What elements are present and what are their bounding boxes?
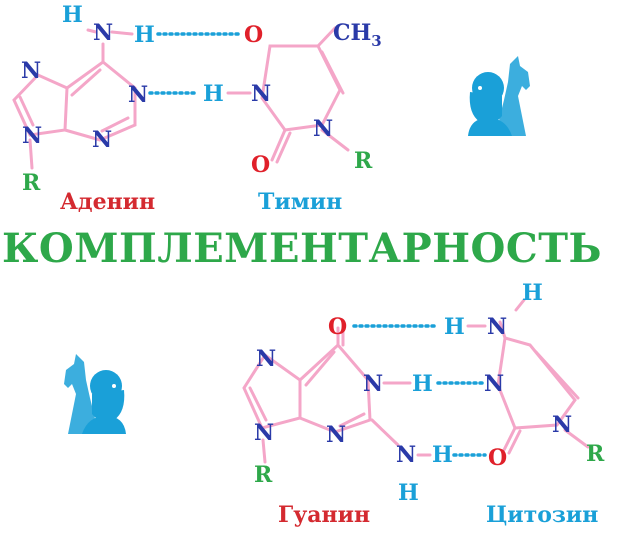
cytosine-o2: O (488, 445, 507, 471)
covalent-bonds (12, 26, 590, 464)
adenine-n3: N (92, 127, 112, 153)
adenine-nh2-bond (110, 30, 134, 36)
adenine-r: R (22, 170, 41, 196)
thymine-c2-o-bond (270, 128, 287, 162)
adenine-nh-bond (86, 28, 98, 34)
guanine-o6: O (328, 314, 347, 340)
cytosine-n1: N (552, 412, 572, 438)
thymine-methyl-bond (316, 26, 337, 48)
guanine-r-bond (261, 438, 267, 464)
man-and-horse-logo-icon (468, 56, 530, 136)
thymine-c2-o-double (275, 131, 292, 164)
thymine-double-bond (320, 50, 345, 95)
cytosine-c2-o-bond (502, 426, 517, 452)
adenine-n7: N (21, 58, 41, 84)
thymine-n3: N (251, 81, 271, 107)
cytosine-amino-h: H (444, 314, 465, 340)
thymine-label: Тимин (258, 189, 342, 215)
guanine-pyrimidine-ring (298, 342, 372, 434)
cytosine-atoms: H H N N N O R (444, 280, 605, 471)
guanine-n9: N (254, 420, 274, 446)
hydrogen-bonds (148, 32, 487, 457)
guanine-double-bond (248, 386, 268, 422)
page-title: КОМПЛЕМЕНТАРНОСТЬ (2, 225, 602, 272)
adenine-imidazole-ring (12, 73, 69, 137)
cytosine-r: R (586, 441, 605, 467)
cytosine-ring (496, 336, 577, 430)
cytosine-amino-n: N (487, 314, 507, 340)
guanine-label: Гуанин (278, 502, 370, 528)
thymine-r-bond (320, 128, 350, 152)
cytosine-r-bond (563, 428, 590, 449)
guanine-n1: N (363, 371, 383, 397)
adenine-pyrimidine-ring (63, 60, 137, 142)
guanine-amino-n: N (396, 442, 416, 468)
adenine-r-bond (28, 138, 34, 170)
cytosine-amino-h-up-bond (514, 298, 526, 312)
guanine-n7: N (256, 346, 276, 372)
thymine-h3: H (203, 81, 224, 107)
thymine-methyl: CH3 (333, 20, 382, 50)
guanine-c2-double (338, 412, 366, 428)
thymine-methyl-subscript: 3 (371, 32, 381, 50)
cytosine-c2-o-double (507, 429, 522, 455)
cytosine-amino-bond (498, 320, 507, 340)
adenine-atoms: H N H N N N N R (21, 2, 155, 196)
adenine-inner-double-2 (100, 116, 130, 133)
cytosine-label: Цитозин (486, 502, 598, 528)
guanine-r: R (254, 462, 273, 488)
adenine-amino-n: N (93, 20, 113, 46)
adenine-n1: N (128, 82, 148, 108)
man-and-horse-logo-icon (64, 354, 126, 434)
guanine-inner-double (304, 350, 336, 387)
cytosine-amino-h-top: H (522, 280, 543, 306)
adenine-double-bond (18, 95, 35, 127)
guanine-amino-bond (370, 418, 400, 447)
adenine-label: Аденин (60, 189, 155, 215)
thymine-atoms: O CH3 H N N O R (203, 20, 382, 178)
guanine-amino-h2: H (398, 480, 419, 506)
cytosine-n3: N (484, 371, 504, 397)
adenine-inner-double-1 (70, 68, 102, 97)
guanine-n3: N (326, 422, 346, 448)
thymine-o2: O (251, 152, 270, 178)
guanine-amino-h: H (432, 442, 453, 468)
thymine-n1: N (313, 116, 333, 142)
thymine-o4: O (244, 22, 263, 48)
adenine-n9: N (22, 123, 42, 149)
guanine-atoms: O N N H N N N H R H (254, 314, 453, 506)
guanine-h1: H (412, 371, 433, 397)
guanine-imidazole-ring (242, 352, 302, 430)
thymine-methyl-ch: CH (333, 20, 371, 46)
cytosine-double-bond (534, 350, 580, 400)
adenine-amino-h2: H (134, 22, 155, 48)
thymine-r: R (354, 148, 373, 174)
adenine-amino-h: H (62, 2, 83, 28)
